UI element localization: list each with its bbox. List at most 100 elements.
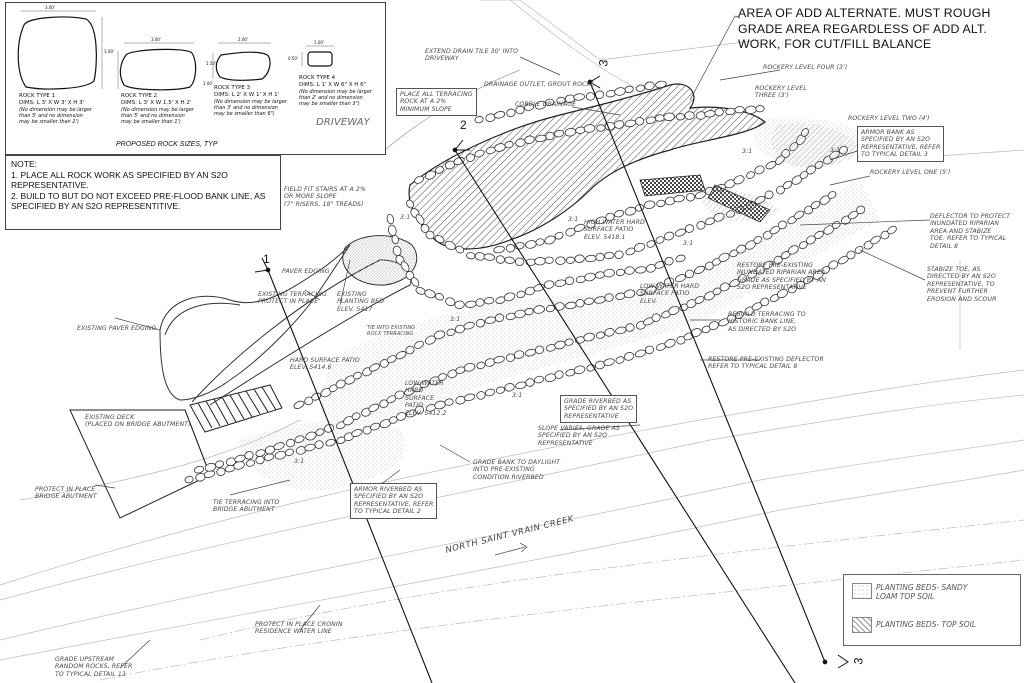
cobble-rock xyxy=(673,194,685,203)
cobble-rock xyxy=(615,268,626,277)
rock-sizes-legend: 3.00' 3.00' 3.00' 1.50' 2.00' 1.00' 1.00… xyxy=(5,2,386,155)
cobble-rock xyxy=(690,328,702,338)
rock4-name: ROCK TYPE 4 xyxy=(299,75,336,81)
cobble-rock xyxy=(856,205,866,215)
cobble-rock xyxy=(827,191,837,199)
section-marker-2: 2 xyxy=(460,118,467,132)
cobble-rock xyxy=(762,260,774,270)
cobble-rock xyxy=(494,313,505,323)
cobble-rock xyxy=(294,435,305,443)
cobble-rock xyxy=(583,297,595,305)
cobble-rock xyxy=(664,256,674,266)
cobble-rock xyxy=(314,440,324,449)
cobble-rock xyxy=(445,297,456,307)
cobble-rock xyxy=(708,321,719,330)
cobble-rock xyxy=(734,106,745,114)
cobble-rock xyxy=(534,256,546,266)
cobble-rock xyxy=(533,375,545,384)
cobble-rock xyxy=(614,250,624,259)
cobble-rock xyxy=(325,438,336,447)
top-soil-swatch xyxy=(852,617,872,633)
rock1-dim-top: 3.00' xyxy=(45,5,56,10)
cobble-rock xyxy=(396,412,407,421)
cobble-rock xyxy=(564,338,574,346)
cobble-rock xyxy=(475,318,486,328)
cobble-rock xyxy=(746,171,755,179)
cobble-rock xyxy=(685,192,696,202)
cobble-rock xyxy=(624,206,637,216)
cobble-rock xyxy=(654,114,666,122)
cobble-rock xyxy=(810,200,821,210)
cobble-rock xyxy=(694,265,705,275)
cobble-rock xyxy=(193,465,205,474)
slope-mark: 3:1 xyxy=(683,240,694,247)
cobble-rock xyxy=(466,252,476,260)
rock3-dims: DIMS: L 2' X W 1' X H 1' xyxy=(214,92,280,98)
label-rockery-three: ROCKERY LEVEL THREE (3') xyxy=(755,85,807,100)
cobble-rock xyxy=(623,289,636,299)
cobble-rock xyxy=(255,449,266,457)
cobble-rock xyxy=(523,103,535,111)
label-existing-paver-edging: EXISTING PAVER EDGING xyxy=(77,325,157,332)
cobble-rock xyxy=(614,87,626,96)
cobble-rock xyxy=(455,245,465,254)
cobble-rock xyxy=(437,373,447,381)
cobble-rock xyxy=(644,81,655,91)
cobble-rock xyxy=(634,349,647,358)
cobble-rock xyxy=(368,403,380,412)
cobble-rock xyxy=(434,235,445,244)
label-tie-terracing: TIE INTO EXISTING ROCK TERRACING xyxy=(367,325,416,337)
planting-beds-legend: PLANTING BEDS- SANDY LOAM TOP SOIL PLANT… xyxy=(843,574,1021,646)
label-terracing-slope: PLACE ALL TERRACING ROCK AT A 2% MINIMUM… xyxy=(396,88,477,117)
cobble-rock xyxy=(463,321,475,330)
cobble-rock xyxy=(846,250,856,260)
cobble-rock xyxy=(444,398,454,406)
top-soil-beds xyxy=(699,122,860,222)
cobble-rock xyxy=(504,383,515,392)
cobble-rock xyxy=(351,429,363,437)
cobble-rock xyxy=(644,345,655,355)
cobble-rock xyxy=(352,371,362,380)
cobble-rock xyxy=(635,266,647,274)
cobble-rock xyxy=(764,190,774,200)
cobble-rock xyxy=(595,252,605,262)
cobble-rock xyxy=(603,268,615,278)
cobble-rock xyxy=(424,289,436,299)
cobble-rock xyxy=(573,93,585,101)
cobble-rock xyxy=(506,108,516,118)
cobble-rock xyxy=(425,230,435,240)
rock3-dim-side: 1.00' xyxy=(203,81,214,86)
cobble-rock xyxy=(493,245,505,254)
rock2-dim-top: 3.00' xyxy=(151,37,162,42)
cobble-rock xyxy=(415,287,426,295)
cobble-rock xyxy=(596,124,606,132)
cobble-rock xyxy=(605,212,615,222)
cobble-rock xyxy=(524,135,535,145)
cobble-rock xyxy=(585,254,597,263)
slope-mark: 3:1 xyxy=(568,216,579,223)
rock1-dim-side: 3.00' xyxy=(104,49,115,54)
cobble-rock xyxy=(453,157,465,165)
cobble-rock xyxy=(525,258,537,266)
cobble-rock xyxy=(273,442,285,451)
cobble-rock xyxy=(405,345,415,355)
cobble-rock xyxy=(573,223,586,232)
rock3-name: ROCK TYPE 3 xyxy=(214,85,251,91)
cobble-rock xyxy=(814,230,824,239)
cobble-rock xyxy=(513,350,525,359)
cobble-rock xyxy=(603,251,615,260)
note-1: 1. PLACE ALL ROCK WORK AS SPECIFIED BY A… xyxy=(11,169,228,191)
cobble-rock xyxy=(564,276,575,286)
cobble-rock xyxy=(315,428,325,436)
cobble-rock xyxy=(503,292,516,302)
cobble-rock xyxy=(446,328,456,337)
cobble-rock xyxy=(515,105,525,115)
cobble-rock xyxy=(684,111,695,120)
cobble-rock xyxy=(514,257,525,266)
cobble-rock xyxy=(887,225,897,235)
cobble-rock xyxy=(391,234,399,245)
cobble-rock xyxy=(719,282,730,292)
cobble-rock xyxy=(533,305,545,314)
cobble-rock xyxy=(573,365,586,375)
